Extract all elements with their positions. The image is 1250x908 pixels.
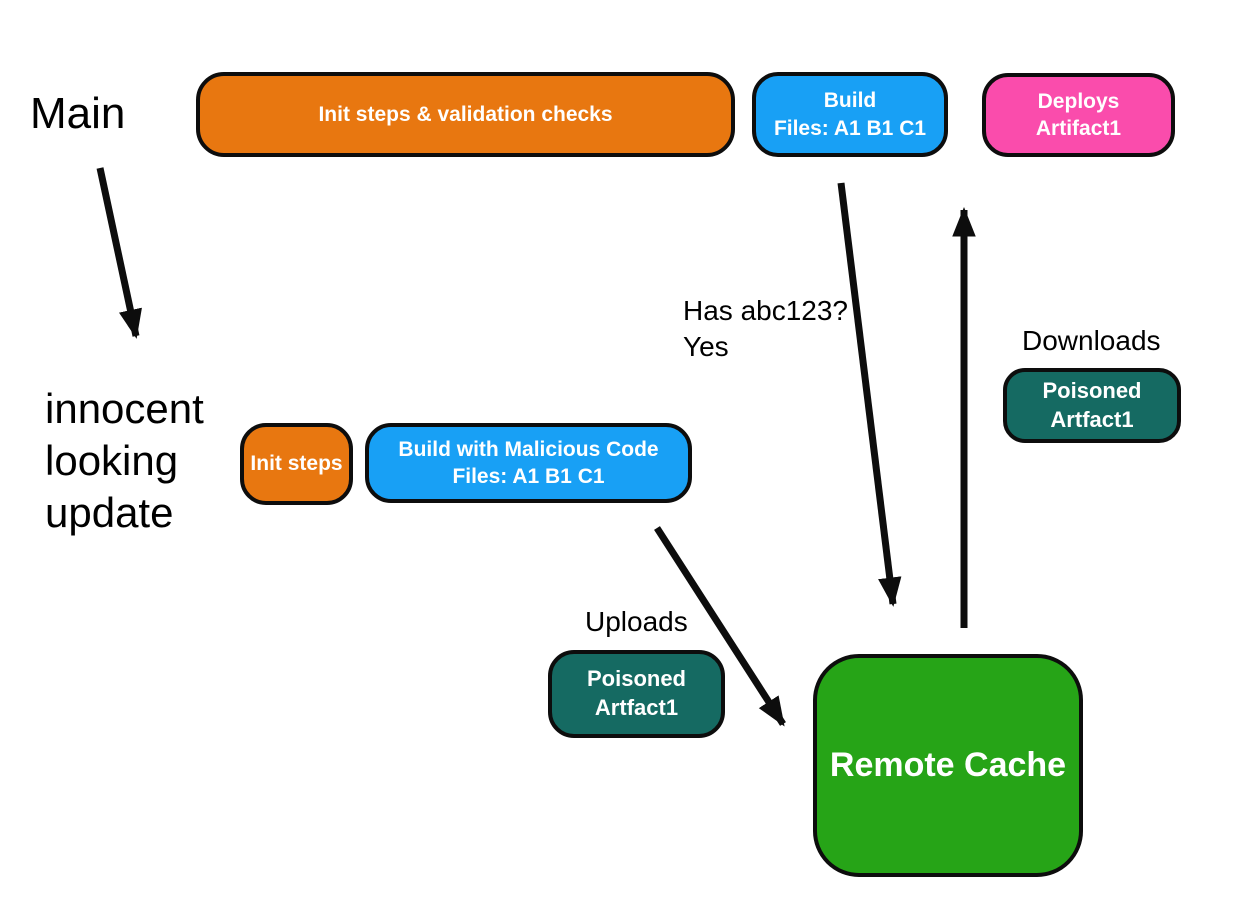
node-build-malicious-line2: Files: A1 B1 C1 [452, 465, 605, 488]
label-downloads: Downloads [1022, 325, 1161, 356]
label-main-branch: Main [30, 89, 126, 138]
label-has-abc123-question: Has abc123? [683, 295, 849, 326]
label-has-abc123: Has abc123? Yes [683, 293, 848, 365]
node-build-malicious: Build with Malicious Code Files: A1 B1 C… [365, 423, 692, 503]
node-build-malicious-line1: Build with Malicious Code [398, 437, 659, 461]
node-build-main: Build Files: A1 B1 C1 [752, 72, 948, 157]
label-innocent-line1: innocent [45, 385, 204, 432]
node-poisoned-upload-line2: Artfact1 [594, 695, 679, 720]
label-innocent-looking-update: innocent looking update [45, 383, 275, 539]
label-innocent-line3: update [45, 489, 174, 536]
arrow-main-to-update [96, 167, 142, 339]
node-init-validation-label: Init steps & validation checks [318, 102, 613, 126]
node-init-steps-label: Init steps [250, 452, 343, 476]
node-poisoned-upload-line1: Poisoned [586, 666, 686, 692]
node-deploys-artifact: Deploys Artifact1 [982, 73, 1175, 157]
node-poisoned-download-line2: Artfact1 [1050, 406, 1134, 432]
label-has-abc123-answer: Yes [683, 331, 729, 362]
node-build-main-line1: Build [823, 89, 877, 113]
node-remote-cache-label: Remote Cache [829, 746, 1067, 785]
arrow-malicious-to-cache [654, 526, 786, 727]
node-poisoned-artifact-upload: Poisoned Artfact1 [548, 650, 725, 738]
label-uploads: Uploads [585, 606, 688, 637]
arrow-build-to-cache [837, 182, 902, 607]
node-init-steps: Init steps [240, 423, 353, 505]
node-deploys-line1: Deploys [1037, 89, 1120, 113]
node-deploys-line2: Artifact1 [1035, 117, 1122, 140]
node-init-validation-checks: Init steps & validation checks [196, 72, 735, 157]
node-poisoned-artifact-download: Poisoned Artfact1 [1003, 368, 1181, 443]
node-poisoned-download-line1: Poisoned [1042, 377, 1142, 403]
node-remote-cache: Remote Cache [813, 654, 1083, 877]
label-innocent-line2: looking [45, 437, 179, 484]
node-build-main-line2: Files: A1 B1 C1 [773, 116, 927, 140]
